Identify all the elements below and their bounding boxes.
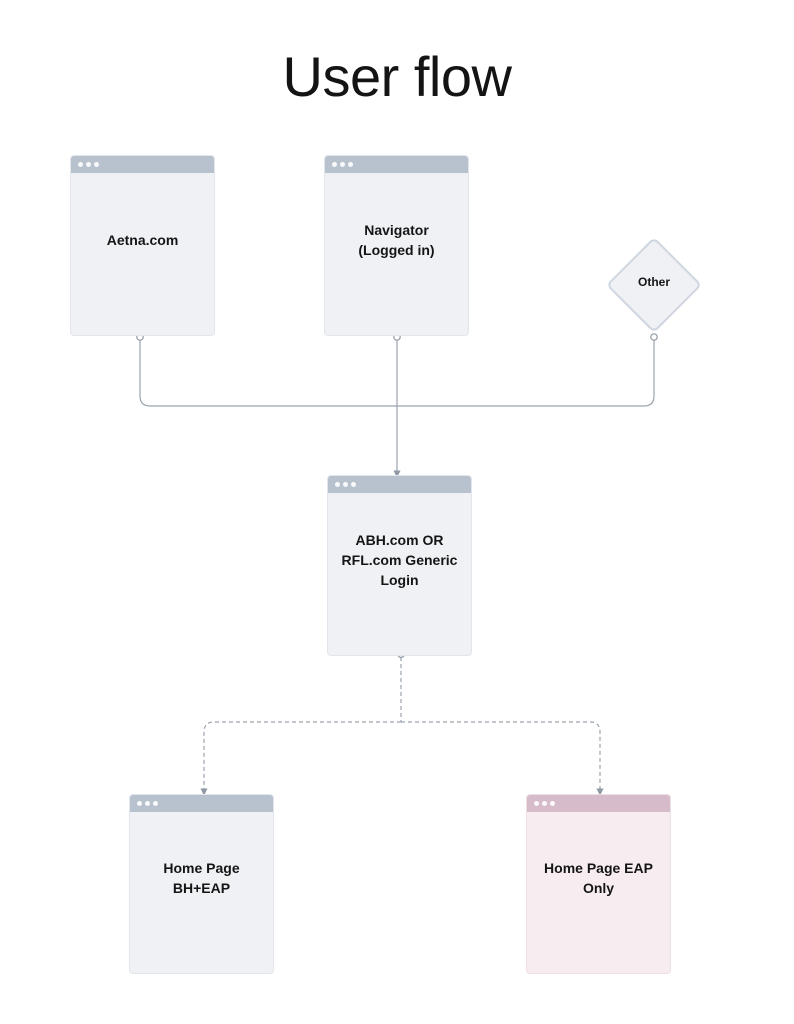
window-dot-icon — [78, 162, 83, 167]
window-bar — [325, 156, 468, 173]
window-bar — [130, 795, 273, 812]
window-dot-icon — [348, 162, 353, 167]
window-dot-icon — [343, 482, 348, 487]
node-label: Home Page EAP Only — [544, 860, 653, 896]
window-dot-icon — [86, 162, 91, 167]
node-label: Other — [637, 275, 670, 289]
window-dot-icon — [137, 801, 142, 806]
window-bar — [527, 795, 670, 812]
window-bar — [328, 476, 471, 493]
window-dot-icon — [153, 801, 158, 806]
window-dot-icon — [332, 162, 337, 167]
window-bar — [71, 156, 214, 173]
node-label: ABH.com OR RFL.com Generic Login — [341, 532, 458, 588]
connector-other — [397, 338, 655, 407]
node-label: Navigator (Logged in) — [358, 222, 435, 258]
node-home-eap-only[interactable]: Home Page EAP Only — [527, 795, 670, 973]
node-aetna[interactable]: Aetna.com — [71, 156, 214, 335]
connector-to-home-bh-eap — [200, 721, 401, 796]
window-dot-icon — [335, 482, 340, 487]
page-title: User flow — [282, 45, 512, 108]
node-other[interactable]: Other — [605, 236, 703, 334]
node-navigator[interactable]: Navigator (Logged in) — [325, 156, 468, 335]
connector-to-home-eap-only — [401, 721, 604, 796]
node-label: Home Page BH+EAP — [163, 860, 240, 896]
node-label: Aetna.com — [106, 232, 179, 248]
node-login[interactable]: ABH.com OR RFL.com Generic Login — [328, 476, 471, 655]
window-dot-icon — [351, 482, 356, 487]
window-dot-icon — [340, 162, 345, 167]
window-dot-icon — [550, 801, 555, 806]
window-dot-icon — [94, 162, 99, 167]
window-dot-icon — [145, 801, 150, 806]
node-home-bh-eap[interactable]: Home Page BH+EAP — [130, 795, 273, 973]
port-other — [650, 333, 658, 341]
window-dot-icon — [534, 801, 539, 806]
connector-aetna — [139, 338, 397, 407]
window-dot-icon — [542, 801, 547, 806]
